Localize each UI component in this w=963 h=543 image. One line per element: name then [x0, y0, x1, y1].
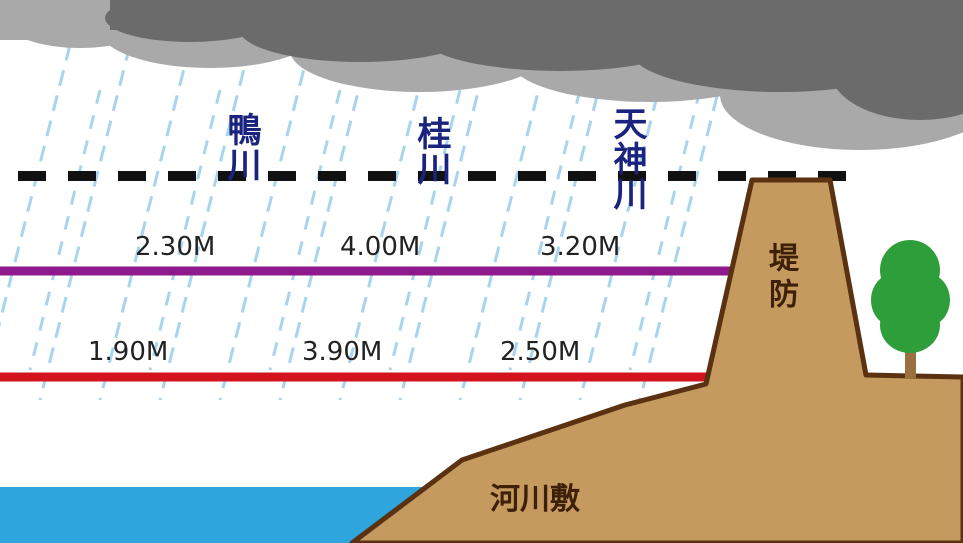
rain-streak — [148, 89, 222, 371]
rain-streak — [458, 44, 552, 401]
rain-streak — [268, 89, 342, 371]
tree-trunk — [905, 338, 916, 378]
rain-streak — [638, 44, 732, 401]
levee-label: 堤防 — [763, 242, 798, 314]
rain-streak — [98, 44, 192, 401]
river-name-kamogawa: 鴨川 — [221, 112, 261, 182]
rain-streak — [338, 44, 432, 401]
rain-streak — [28, 89, 102, 371]
kamogawa-warning-level: 2.30M — [135, 232, 216, 262]
tree — [871, 240, 950, 378]
rain-streak — [158, 44, 252, 401]
kamogawa-caution-level: 1.90M — [88, 337, 169, 367]
rain-streak — [508, 89, 582, 371]
rain-streak — [0, 44, 72, 328]
tenjingawa-caution-level: 2.50M — [500, 337, 581, 367]
katsuragawa-caution-level: 3.90M — [302, 337, 383, 367]
embankment — [349, 177, 963, 543]
rain-streak — [518, 44, 612, 401]
rain-streak — [388, 89, 462, 371]
rain-streaks — [0, 44, 732, 401]
rain-streak — [218, 44, 312, 401]
rain-streak — [398, 44, 492, 401]
cloud-front — [105, 0, 963, 120]
tenjingawa-warning-level: 3.20M — [540, 232, 621, 262]
rain-streak — [628, 89, 702, 371]
rain-streak — [278, 44, 372, 401]
clouds — [0, 0, 963, 150]
river-name-tenjingawa: 天神川 — [607, 106, 647, 211]
rain-streak — [578, 44, 672, 401]
river-name-katsuragawa: 桂川 — [411, 116, 451, 186]
floodplain-label: 河川敷 — [490, 482, 580, 517]
katsuragawa-warning-level: 4.00M — [340, 232, 421, 262]
tree-foliage — [871, 240, 950, 353]
rain-streak — [38, 44, 132, 401]
